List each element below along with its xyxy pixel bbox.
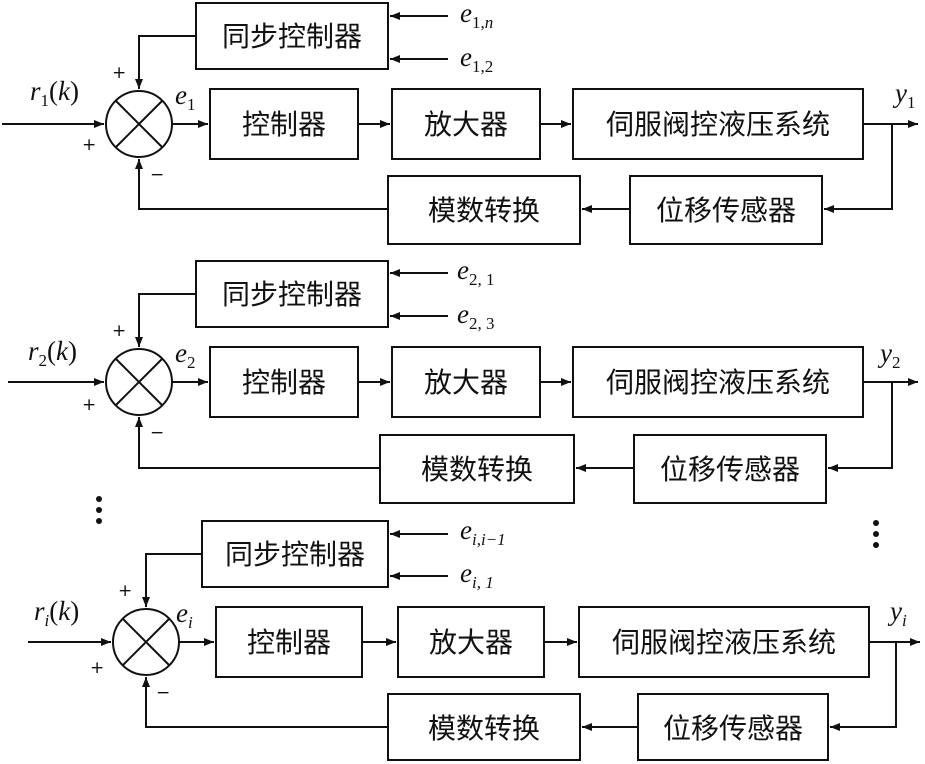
error-label-i: ei (176, 598, 193, 632)
amplifier-label-i: 放大器 (429, 626, 513, 659)
sync-controller-block-1 (195, 2, 389, 70)
sync-input-label-ib: ei, 1 (460, 558, 494, 592)
ad-converter-block-2 (379, 434, 575, 504)
ad-converter-label-i: 模数转换 (428, 712, 540, 745)
sensor-label-1: 位移传感器 (656, 194, 796, 227)
feedback-arrow-ia (830, 642, 897, 731)
amplifier-block-2 (391, 346, 541, 418)
sync-output-arrow-i (142, 553, 202, 607)
plus-sign-top-i: + (118, 581, 132, 601)
amplifier-label-2: 放大器 (424, 366, 508, 399)
sync-controller-label-2: 同步控制器 (222, 278, 362, 311)
amplifier-block-i (397, 606, 545, 678)
controller-block-2 (209, 346, 359, 418)
feedback-arrow-1c (135, 159, 388, 210)
feedback-arrow-1a (824, 124, 893, 213)
ad-converter-block-i (387, 693, 581, 761)
ad-converter-label-1: 模数转换 (428, 194, 540, 227)
sensor-label-2: 位移传感器 (660, 453, 800, 486)
plus-sign-top-1: + (112, 63, 126, 83)
summing-junction-2 (105, 348, 173, 416)
plus-sign-left-i: + (90, 658, 104, 678)
controller-label-1: 控制器 (242, 108, 326, 141)
loop-2: 同步控制器 e2, 1 e2, 3 + + − r2(k) e2 控制器 放大器… (8, 255, 918, 504)
output-label-1: y1 (892, 78, 915, 112)
sensor-label-i: 位移传感器 (663, 712, 803, 745)
plus-sign-top-2: + (112, 321, 126, 341)
sync-controller-label-i: 同步控制器 (225, 538, 365, 571)
sync-input-label-2b: e2, 3 (457, 299, 494, 333)
reference-input-label-1: r1(k) (30, 76, 79, 110)
sync-input-label-ia: ei,i−1 (460, 515, 506, 549)
ellipsis-right (873, 520, 879, 548)
output-label-i: yi (887, 596, 907, 630)
plus-sign-left-2: + (82, 395, 96, 415)
sync-input-label-2a: e2, 1 (457, 255, 494, 289)
controller-block-1 (209, 88, 359, 160)
servo-system-block-i (578, 606, 870, 678)
sync-controller-block-2 (195, 260, 389, 328)
reference-input-label-i: ri(k) (34, 596, 79, 630)
feedback-arrow-ic (142, 677, 388, 728)
loop-i: 同步控制器 ei,i−1 ei, 1 + + − ri(k) ei 控制器 放大… (28, 515, 920, 761)
sync-controller-block-i (201, 520, 389, 588)
output-label-2: y2 (877, 338, 900, 372)
sensor-block-2 (633, 434, 827, 504)
sync-input-label-1a: e1,n (460, 0, 493, 32)
feedback-arrow-2c (135, 417, 380, 469)
reference-input-label-2: r2(k) (28, 336, 77, 370)
summing-junction-i (112, 608, 180, 676)
servo-system-label-2: 伺服阀控液压系统 (606, 366, 830, 399)
error-label-1: e1 (175, 80, 195, 114)
servo-system-label-i: 伺服阀控液压系统 (612, 626, 836, 659)
summing-junction-1 (105, 90, 173, 158)
controller-label-i: 控制器 (247, 626, 331, 659)
servo-system-label-1: 伺服阀控液压系统 (606, 108, 830, 141)
ellipsis-left (96, 496, 102, 524)
servo-system-block-1 (572, 88, 864, 160)
sync-input-label-1b: e1,2 (460, 42, 493, 76)
amplifier-block-1 (391, 88, 541, 160)
sync-output-arrow-1 (135, 35, 196, 89)
minus-sign-i: − (156, 683, 170, 703)
amplifier-label-1: 放大器 (424, 108, 508, 141)
loop-1: 同步控制器 e1,n e1,2 + + − r1(k) e1 控制器 放大器 伺… (2, 0, 918, 245)
plus-sign-left-1: + (82, 135, 96, 155)
ad-converter-label-2: 模数转换 (421, 453, 533, 486)
minus-sign-2: − (150, 423, 164, 443)
feedback-arrow-2a (828, 382, 893, 472)
controller-block-i (215, 606, 363, 678)
controller-label-2: 控制器 (242, 366, 326, 399)
error-label-2: e2 (175, 338, 195, 372)
minus-sign-1: − (150, 165, 164, 185)
servo-system-block-2 (572, 346, 864, 418)
sync-controller-label-1: 同步控制器 (222, 20, 362, 53)
sync-output-arrow-2 (135, 293, 196, 347)
